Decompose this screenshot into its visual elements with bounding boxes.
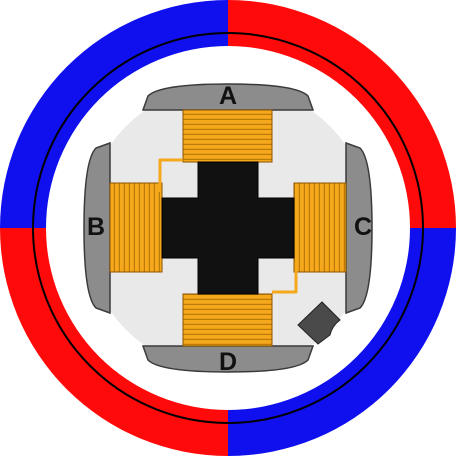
coil-a — [182, 109, 273, 163]
pole-label-c: C — [354, 213, 372, 241]
coil-b — [109, 182, 163, 273]
pole-label-d: D — [219, 348, 237, 376]
coil-c — [293, 182, 347, 273]
pole-shoe-b — [83, 141, 111, 315]
pole-label-a: A — [219, 82, 237, 110]
pole-shoe-c — [345, 141, 373, 315]
bracket-shape — [297, 301, 341, 345]
pole-shoe-a — [141, 83, 315, 111]
coil-wires — [158, 158, 298, 294]
coil-d — [182, 293, 273, 347]
wire-a-to-b — [158, 158, 183, 192]
ring-boundary-line — [32, 32, 424, 424]
pole-label-b: B — [87, 213, 105, 241]
coils — [109, 109, 347, 347]
pole-shoe-d — [141, 345, 315, 373]
wire-c-to-d — [272, 262, 298, 294]
rotor-cross — [161, 161, 295, 295]
pole-shoes — [83, 83, 373, 373]
